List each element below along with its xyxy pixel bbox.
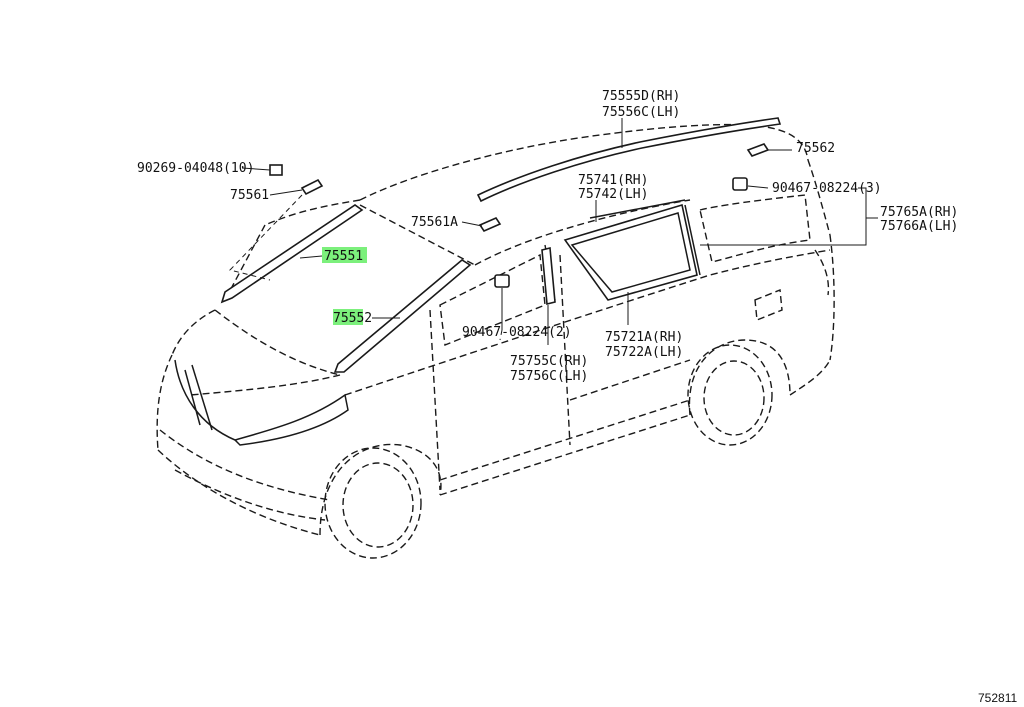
label-75555d[interactable]: 75555D(RH) — [602, 89, 680, 104]
window-75721a — [563, 203, 698, 301]
parts — [220, 117, 782, 373]
highlight-75552 — [333, 309, 363, 325]
label-75561a[interactable]: 75561A — [411, 215, 458, 230]
diagram-reference-number: 752811 — [978, 691, 1017, 705]
label-75756c[interactable]: 75756C(LH) — [510, 369, 588, 384]
highlight-75551 — [322, 247, 367, 263]
label-90269-04048[interactable]: 90269-04048(10) — [137, 161, 254, 176]
label-75722a[interactable]: 75722A(LH) — [605, 345, 683, 360]
frame-75741 — [589, 199, 686, 219]
moulding-75551 — [220, 204, 364, 304]
label-75551[interactable]: 75551 — [324, 249, 363, 264]
part-labels: 90269-04048(10) 75561 75551 75552 75561A… — [137, 89, 958, 384]
label-75765a[interactable]: 75765A(RH) — [880, 205, 958, 220]
clip-90467-3 — [732, 177, 748, 191]
label-90467-08224-2[interactable]: 90467-08224(2) — [462, 325, 572, 340]
clip-90467-2 — [494, 274, 510, 288]
leader-lines — [229, 118, 878, 345]
clip-75561 — [300, 178, 324, 196]
moulding-75555d — [476, 117, 782, 203]
label-75552[interactable]: 75552 — [333, 311, 372, 326]
label-75766a[interactable]: 75766A(LH) — [880, 219, 958, 234]
quarter-glass-75765a — [684, 204, 701, 276]
label-75562[interactable]: 75562 — [796, 141, 835, 156]
garnish-75755c — [541, 246, 556, 306]
label-75755c[interactable]: 75755C(RH) — [510, 354, 588, 369]
clip-75561a — [478, 216, 502, 233]
label-90467-08224-3[interactable]: 90467-08224(3) — [772, 181, 882, 196]
label-75556c[interactable]: 75556C(LH) — [602, 105, 680, 120]
clip-75562 — [746, 143, 770, 157]
label-75561[interactable]: 75561 — [230, 188, 269, 203]
clip-90269 — [269, 164, 283, 176]
label-75742[interactable]: 75742(LH) — [578, 187, 648, 202]
label-75721a[interactable]: 75721A(RH) — [605, 330, 683, 345]
moulding-75552 — [333, 259, 472, 373]
label-75741[interactable]: 75741(RH) — [578, 173, 648, 188]
